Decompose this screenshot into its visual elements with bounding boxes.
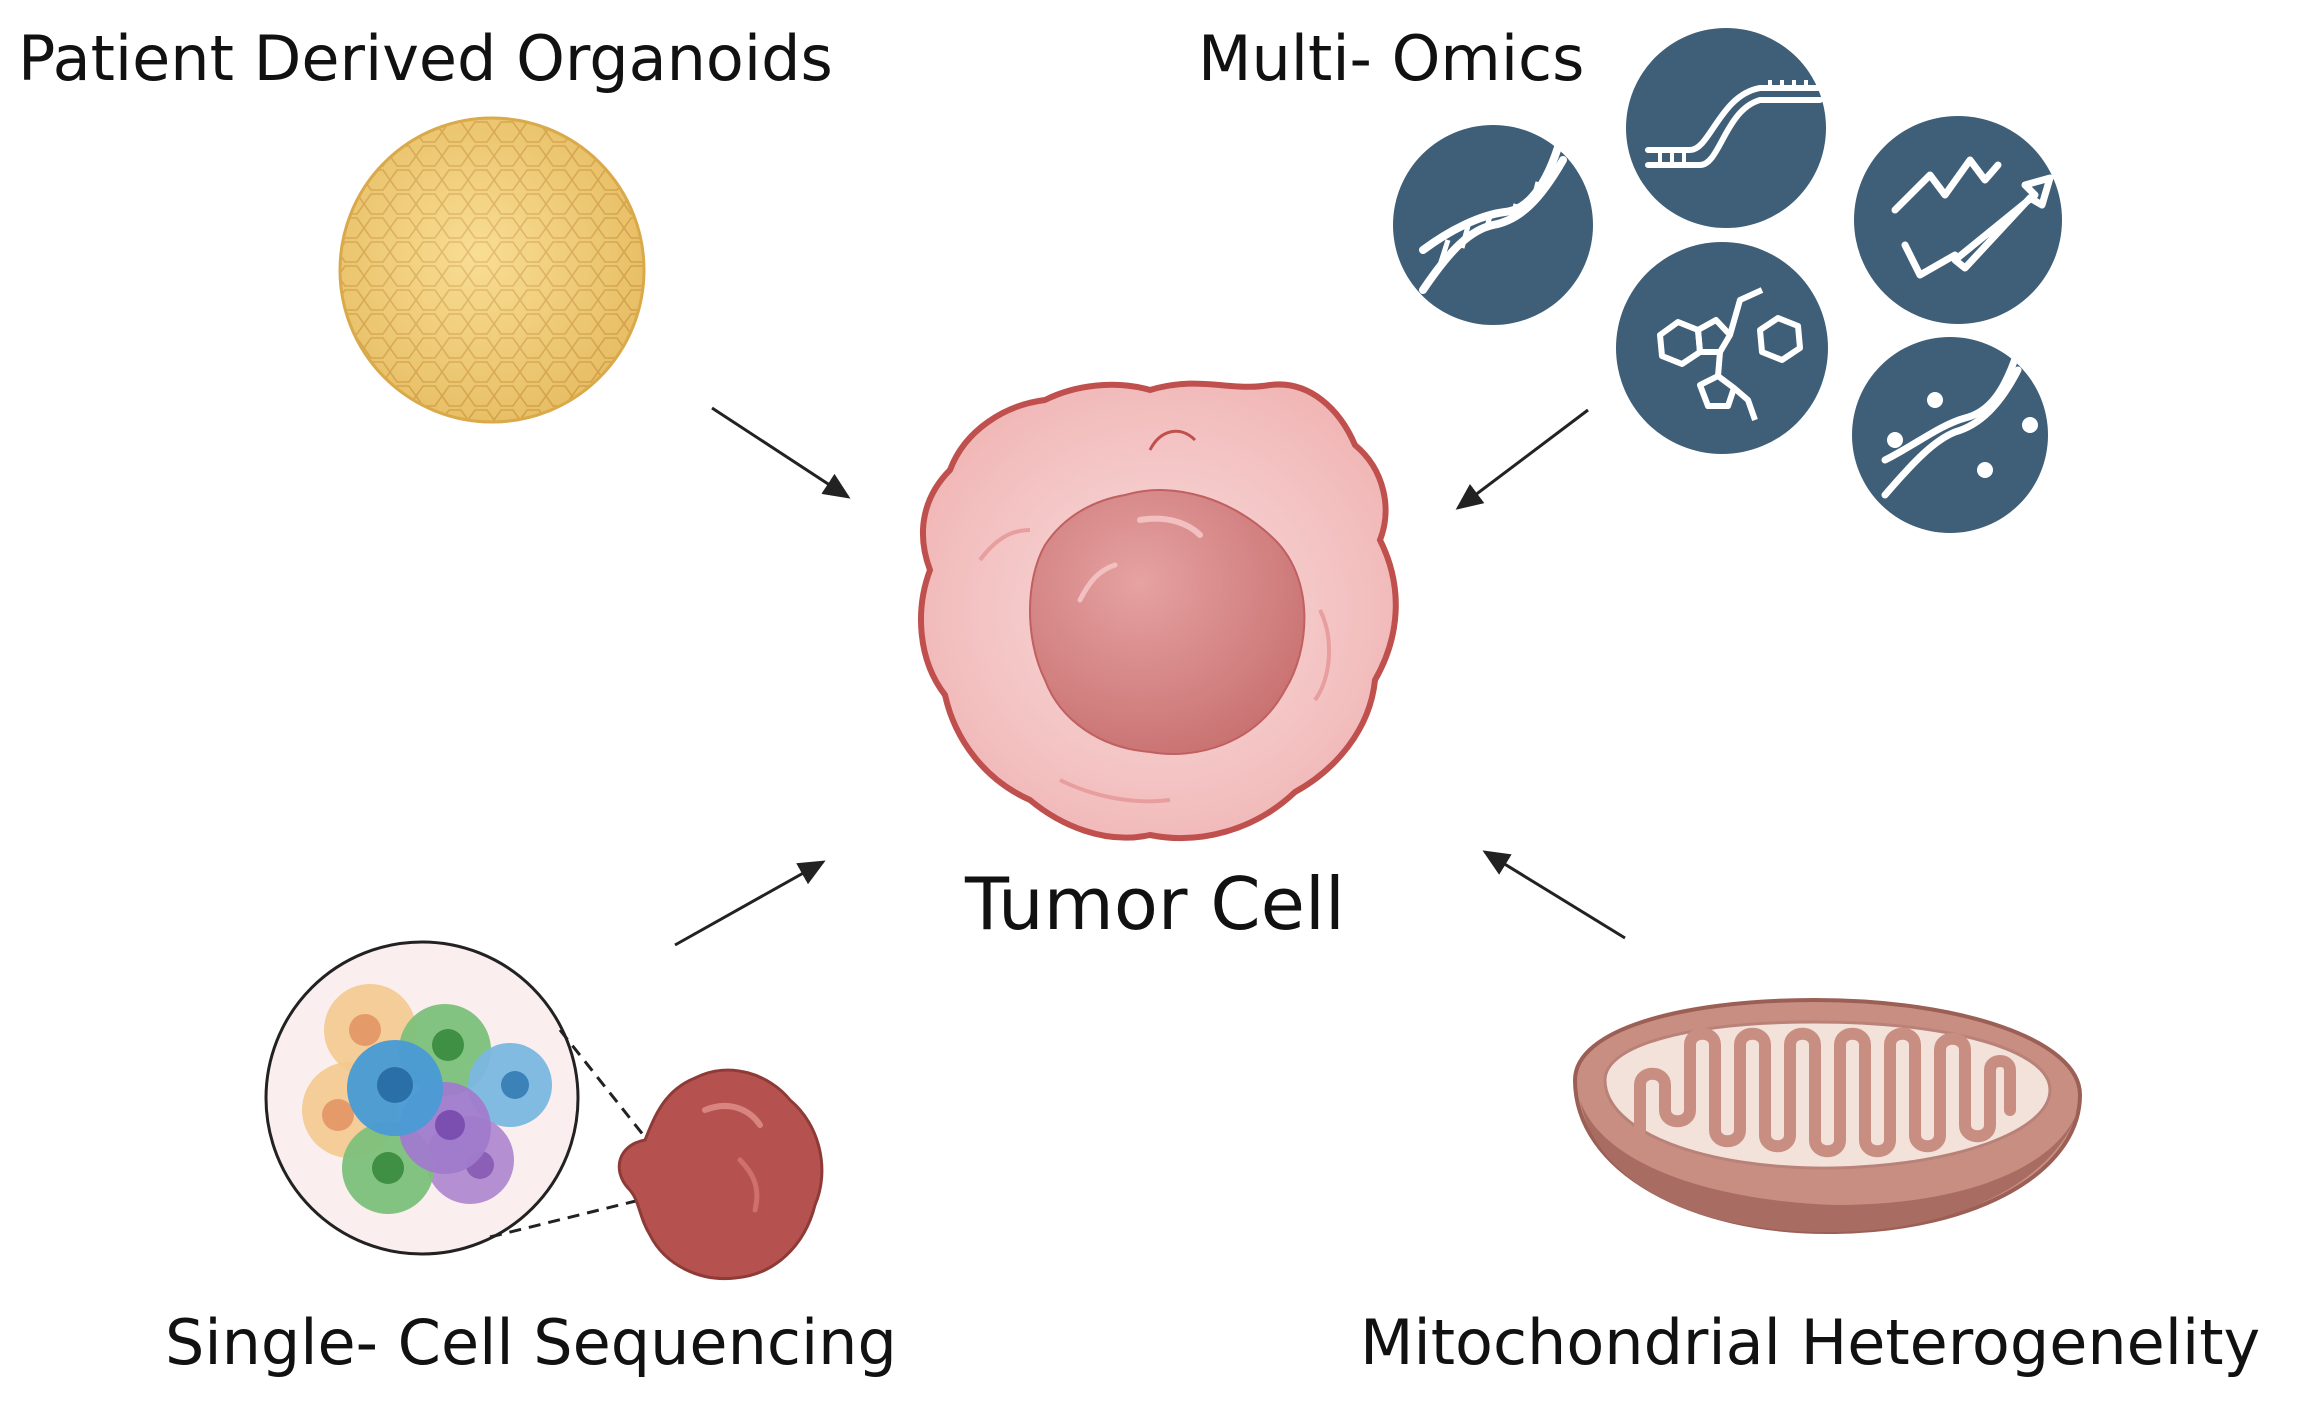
organoid-sphere-icon [338, 116, 646, 424]
mitochondrion-icon [1572, 997, 2083, 1235]
zoom-line-bottom [489, 1190, 673, 1239]
arrow-omics-to-tumor [1455, 408, 1589, 510]
single-cell-sequencing-label: Single- Cell Sequencing [165, 1306, 897, 1379]
rna-strand-icon [1626, 28, 1826, 228]
zoom-line-top [558, 1029, 677, 1176]
arrow-mito-to-tumor [1482, 850, 1626, 940]
protein-structure-icon [1854, 116, 2062, 324]
single-cell-cluster-icon [264, 940, 580, 1256]
modified-dna-icon [1852, 337, 2048, 533]
metabolite-molecule-icon [1616, 242, 1828, 454]
dna-helix-icon [1393, 125, 1593, 325]
mitochondrial-heterogeneity-label: Mitochondrial Heterogenelity [1360, 1306, 2261, 1379]
organoids-label: Patient Derived Organoids [18, 22, 833, 95]
tumor-cell-label: Tumor Cell [965, 862, 1345, 946]
arrow-organoids-to-tumor [711, 406, 851, 499]
tumor-cell-icon [918, 380, 1399, 841]
arrow-singlecell-to-tumor [674, 860, 826, 947]
multi-omics-label: Multi- Omics [1198, 22, 1585, 95]
tissue-biopsy-icon [617, 1068, 824, 1281]
